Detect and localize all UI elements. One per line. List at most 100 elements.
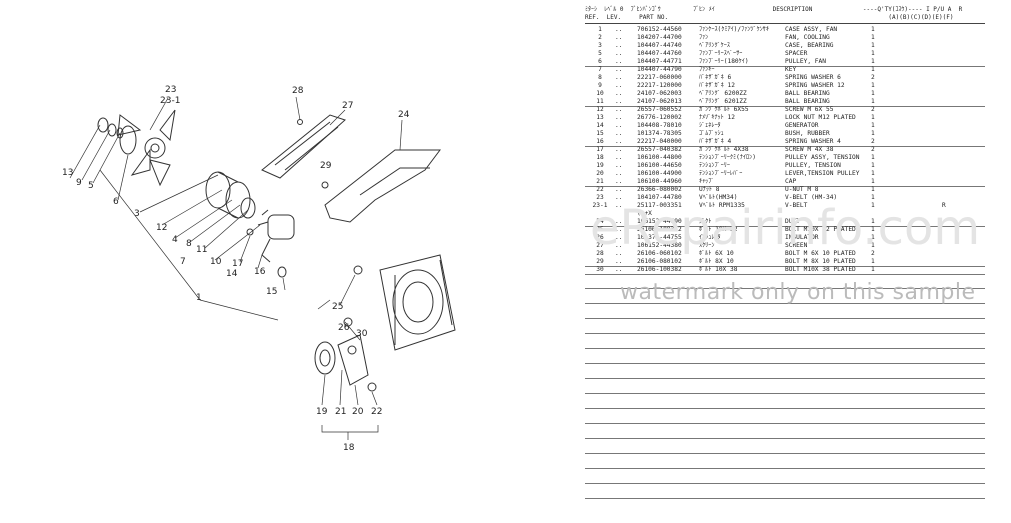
blank-rule [585,378,985,379]
cell-qty: 1 [871,226,875,233]
cell-lev: .. [615,202,623,209]
cell-lev: .. [615,122,623,129]
cell-qty: 1 [871,90,875,97]
cell-lev: .. [615,106,623,113]
cell-qty: 1 [871,66,875,73]
cell-ref: 10 [596,90,604,97]
cell-jp: ﾍﾞｱﾘﾝｸﾞｹｰｽ [699,42,730,49]
sample-watermark: watermark only on this sample [620,280,976,305]
callout-24: 24 [398,110,410,120]
cell-jp: ﾌｧﾝﾌﾟｰﾘｰ(180ｹｲ) [699,58,749,65]
cell-desc: SPRING WASHER 6 [785,74,841,81]
cell-lev: .. [615,114,623,121]
cell-desc: GENERATOR [785,122,819,129]
callout-26: 26 [338,323,350,333]
cell-jp: ﾎﾞﾙﾄ 6X 10 [699,250,734,257]
cell-ref: 26 [596,234,604,241]
cell-ref: 6 [598,58,602,65]
cell-ref: 2 [598,34,602,41]
cell-jp: Uﾅｯﾄ 8 [699,186,720,193]
cell-jp: ﾎﾞﾙﾄ 10X 38 [699,266,738,273]
table-header-line2: REF. LEV. PART NO. (A)(B)(C)(D)(E)(F) [585,14,954,21]
blank-rule [585,408,985,409]
cell-jp: ﾌｧﾝ [699,34,709,41]
callout-9: 9 [76,178,82,188]
cell-part: 104107-44780 [637,194,682,201]
cell-desc: V-BELT [785,202,808,209]
cell-ref: 30 [596,266,604,273]
cell-lev: .. [615,266,623,273]
cell-ref: 19 [596,162,604,169]
cell-desc: PULLEY ASSY, TENSION [785,154,860,161]
cell-qty: 1 [871,218,875,225]
cell-part: 104407-44740 [637,42,682,49]
callout-7: 7 [180,257,186,267]
screen-bracket-drawing [261,114,346,189]
blank-rule [585,423,985,424]
callout-1: 1 [196,293,202,303]
callout-16: 16 [254,267,266,277]
cell-jp: ﾊﾞﾈｻﾞｶﾞﾈ 12 [699,82,735,89]
cell-part: 106100-44960 [637,178,682,185]
table-row: (A+X [585,210,985,218]
cell-qty: 1 [871,98,875,105]
row-rule [585,146,985,147]
cell-desc: SCREW M 6X 55 [785,106,834,113]
cell-desc: BALL BEARING [785,98,830,105]
cell-desc: U-NUT M 8 [785,186,819,193]
cell-part: 106152-44690 [637,218,682,225]
cell-desc: BALL BEARING [785,90,830,97]
cell-desc: INSULATOR [785,234,819,241]
cell-desc: DUCT [785,218,800,225]
cell-lev: .. [615,218,623,225]
cell-qty: 1 [871,42,875,49]
blank-rule [585,438,985,439]
cell-lev: .. [615,34,623,41]
cell-jp: ｶﾞﾝﾂﾞｹﾎﾞﾙﾄ 4X38 [699,146,749,153]
callout-18: 18 [343,443,355,453]
cell-ref: 12 [596,106,604,113]
blank-rule [585,348,985,349]
cell-desc: CAP [785,178,797,185]
cell-desc: KEY [785,66,797,73]
cell-qty: 1 [871,242,875,249]
callout-27: 27 [342,101,353,111]
blank-rule [585,483,985,484]
cell-jp: ﾎﾞﾙﾄ 8X 10 [699,258,734,265]
cell-lev: .. [615,66,623,73]
blank-rule [585,333,985,334]
row-rule [585,106,985,107]
cell-jp: ｲﾝｼｭﾚｰﾀ [699,234,721,241]
cell-qty: 1 [871,114,875,121]
cell-ref: 27 [596,242,604,249]
row-rule [585,66,985,67]
cell-lev: .. [615,58,623,65]
table-header-line1: ﾐﾀｰｼ ﾚﾍﾞﾙ 0 ﾌﾞﾋﾝﾊﾞﾝｺﾞｳ ﾌﾞﾋﾝ ﾒｲ DESCRIPTI… [585,6,963,13]
cell-desc: BOLT M 6X 10 PLATED [785,250,856,257]
cell-part: 24107-062003 [637,90,682,97]
cell-jp: ﾅﾒｿﾞｷﾅｯﾄ 12 [699,114,735,121]
cell-lev: .. [615,250,623,257]
cell-qty: 1 [871,154,875,161]
cell-ref: 29 [596,258,604,265]
cell-lev: .. [615,146,623,153]
callout-11: 11 [196,245,207,255]
parts-list-table: ﾐﾀｰｼ ﾚﾍﾞﾙ 0 ﾌﾞﾋﾝﾊﾞﾝｺﾞｳ ﾌﾞﾋﾝ ﾒｲ DESCRIPTI… [585,4,1005,514]
callout-14: 14 [226,269,238,279]
cell-desc: FAN, COOLING [785,34,830,41]
cell-part: 104408-78010 [637,122,682,129]
cell-ref: 14 [596,122,604,129]
header-rule [585,23,985,24]
cell-desc: LOCK NUT M12 PLATED [785,114,856,121]
callout-4: 4 [172,235,178,245]
cell-ref: 5 [598,50,602,57]
cell-desc: SPACER [785,50,808,57]
cell-ref: 13 [596,114,604,121]
cell-qty: 1 [871,58,875,65]
